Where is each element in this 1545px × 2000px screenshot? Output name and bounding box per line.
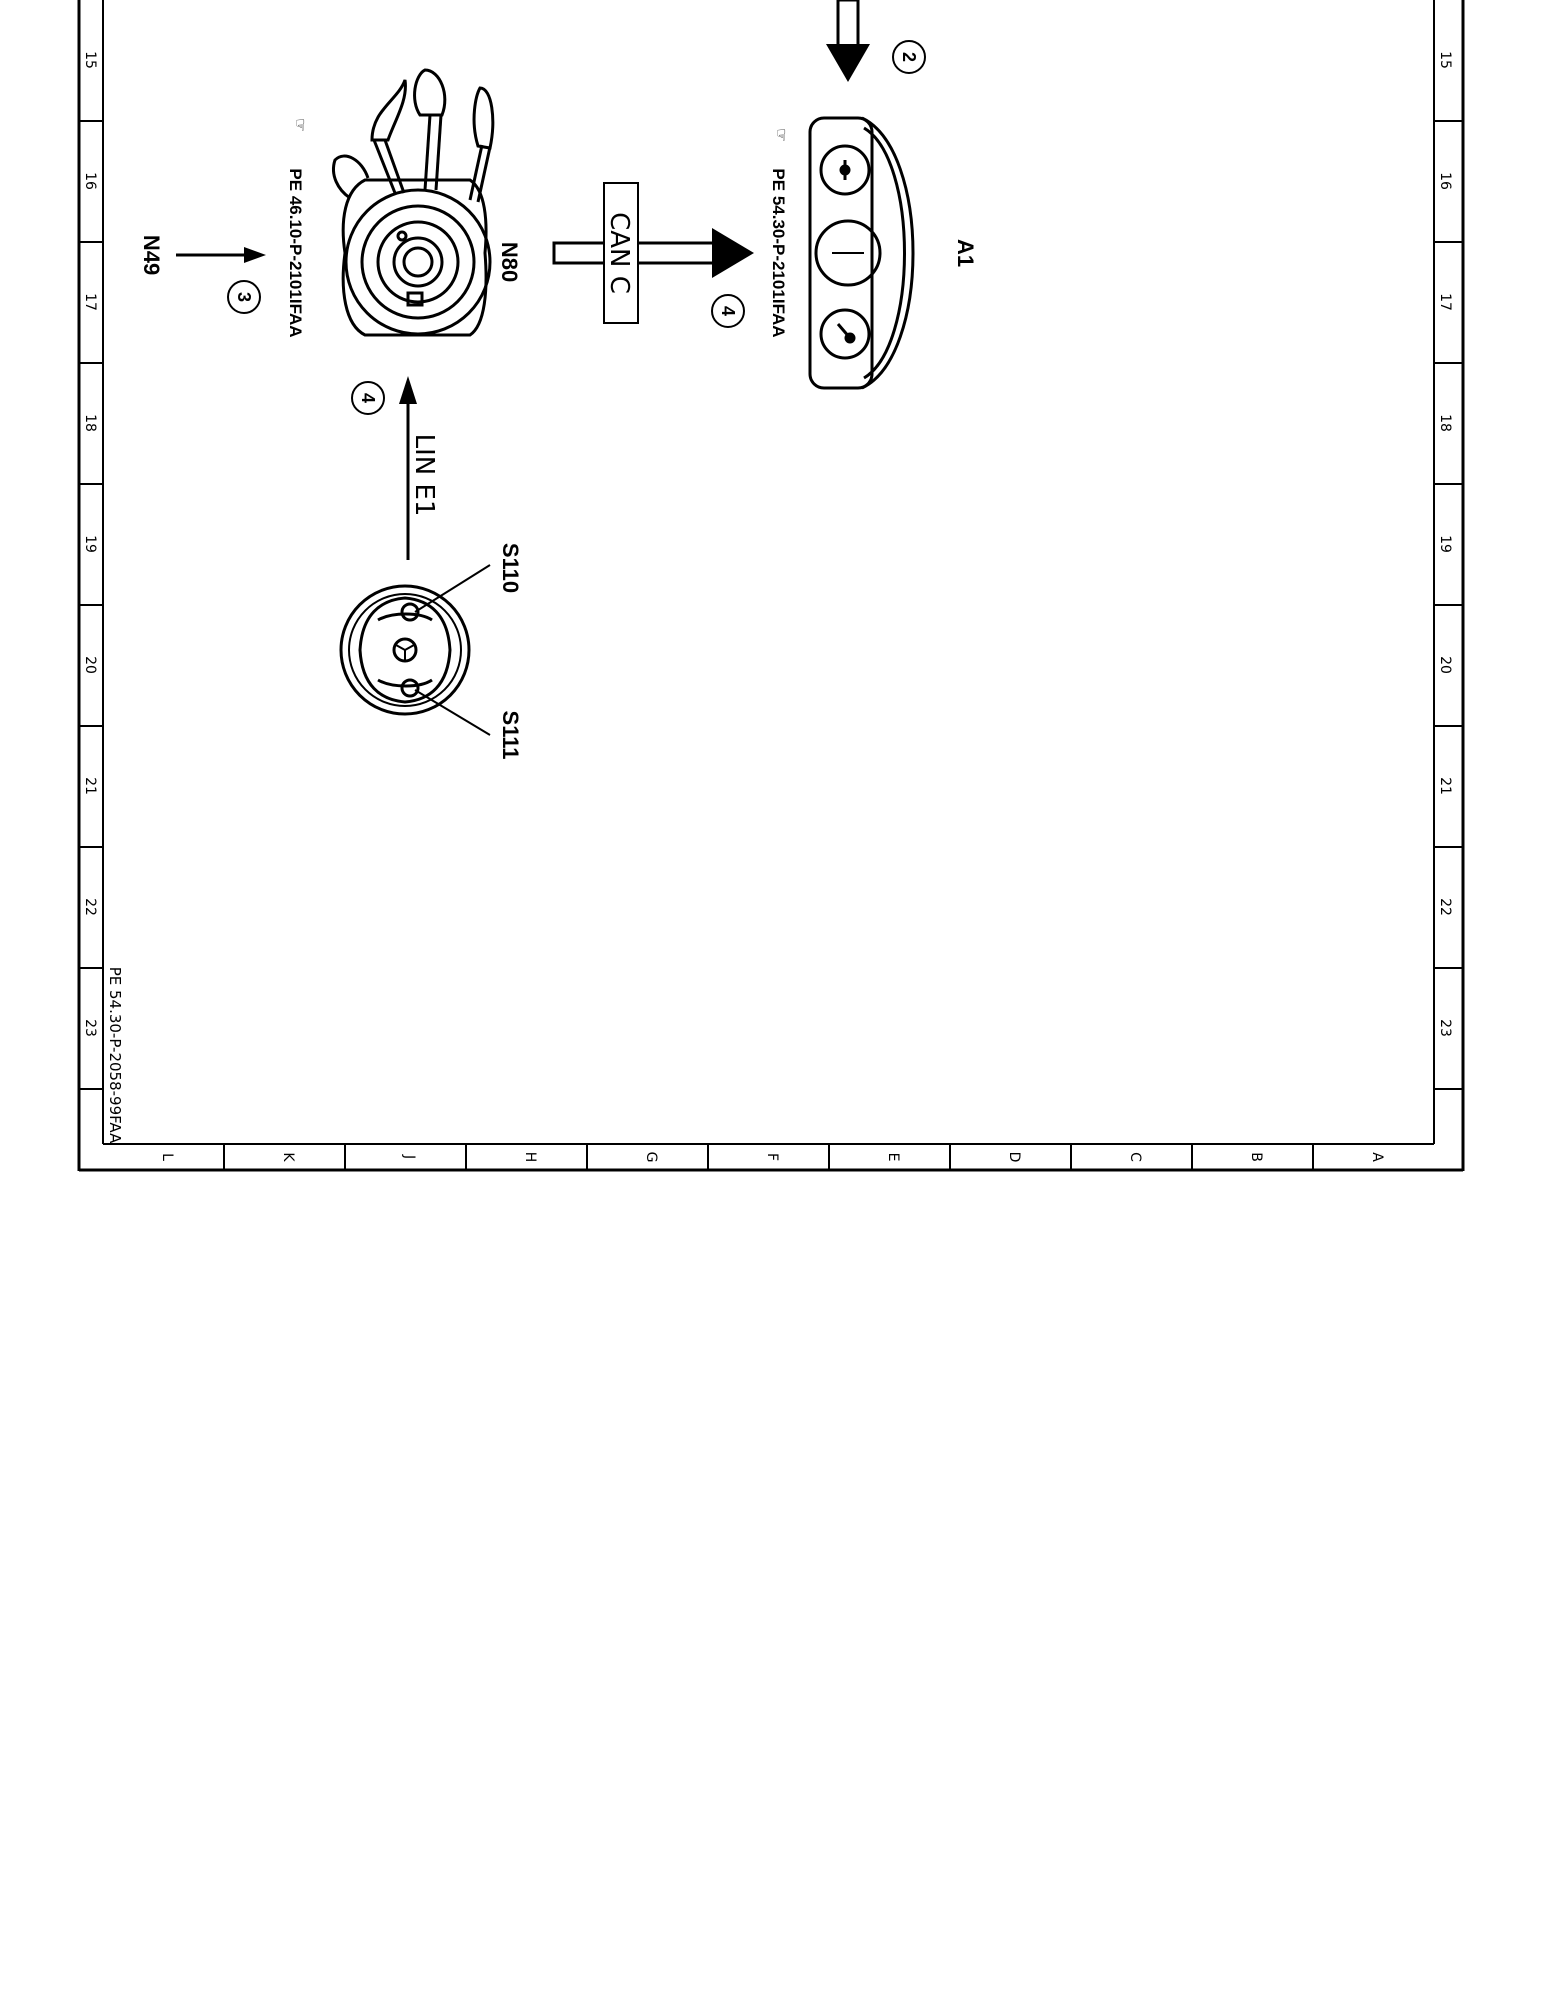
row-label: 15 xyxy=(1437,51,1453,69)
row-label: 20 xyxy=(1437,656,1453,674)
row-label: 17 xyxy=(82,293,98,311)
steering-column-module-icon xyxy=(332,68,495,337)
row-label: 22 xyxy=(1437,898,1453,916)
signal-can-c: CAN C xyxy=(604,212,634,294)
n49-arrow xyxy=(176,247,266,263)
column-label: J xyxy=(401,1154,417,1159)
arrow-2-icon xyxy=(826,0,870,82)
marker-3: 3 xyxy=(234,292,254,302)
row-label: 22 xyxy=(82,898,98,916)
column-label: K xyxy=(280,1152,296,1162)
marker-circle xyxy=(227,280,261,314)
row-label: 17 xyxy=(1437,293,1453,311)
row-ticks xyxy=(79,120,1463,1090)
document-id: PE 54.30-P-2058-99FAA xyxy=(106,967,124,1144)
row-label: 20 xyxy=(82,656,98,674)
can-c-arrow xyxy=(552,182,754,324)
column-ticks xyxy=(223,1144,1314,1170)
component-label-n49: N49 xyxy=(139,235,164,275)
reference-n80: PE 46.10-P-2101IFAA xyxy=(286,168,305,337)
column-label: L xyxy=(159,1153,175,1161)
marker-circle xyxy=(351,381,385,415)
row-label: 19 xyxy=(1437,535,1453,553)
marker-circle xyxy=(711,294,745,328)
row-label: 16 xyxy=(1437,172,1453,190)
row-labels-left: 15 16 17 18 19 20 21 22 23 xyxy=(82,51,98,1037)
row-label: 15 xyxy=(82,51,98,69)
marker-circle xyxy=(892,40,926,74)
component-label-s110: S110 xyxy=(498,543,523,593)
column-label: D xyxy=(1006,1152,1022,1163)
marker-4-can: 4 xyxy=(718,306,738,316)
column-label: A xyxy=(1369,1152,1385,1162)
row-label: 23 xyxy=(82,1019,98,1037)
column-labels: L K J H G F E D C B A xyxy=(159,1152,1385,1163)
column-label: F xyxy=(764,1153,780,1161)
drawing-frame xyxy=(77,0,1465,1172)
row-label: 18 xyxy=(82,414,98,432)
reference-a1: PE 54.30-P-2101IFAA xyxy=(769,168,788,337)
row-labels-right: 15 16 17 18 19 20 21 22 23 xyxy=(1437,51,1453,1037)
column-label: C xyxy=(1127,1152,1143,1162)
hand-reference-icon: ☞ xyxy=(291,118,308,132)
marker-2: 2 xyxy=(899,52,919,62)
steering-wheel-icon xyxy=(339,564,491,736)
lin-e1-arrow xyxy=(399,376,417,560)
component-label-s111: S111 xyxy=(498,711,523,760)
row-label: 18 xyxy=(1437,414,1453,432)
row-label: 23 xyxy=(1437,1019,1453,1037)
signal-lin-e1: LIN E1 xyxy=(409,434,439,517)
column-label: H xyxy=(522,1152,538,1163)
column-label: G xyxy=(643,1152,659,1163)
hand-reference-icon: ☞ xyxy=(772,128,789,142)
component-label-a1: A1 xyxy=(953,239,978,267)
instrument-cluster-icon xyxy=(808,116,915,390)
marker-4-lin: 4 xyxy=(358,393,378,403)
column-label: B xyxy=(1248,1152,1264,1162)
component-label-n80: N80 xyxy=(497,242,522,282)
row-label: 19 xyxy=(82,535,98,553)
row-label: 21 xyxy=(1437,777,1453,795)
column-label: E xyxy=(885,1153,901,1162)
row-label: 16 xyxy=(82,172,98,190)
row-label: 21 xyxy=(82,777,98,795)
